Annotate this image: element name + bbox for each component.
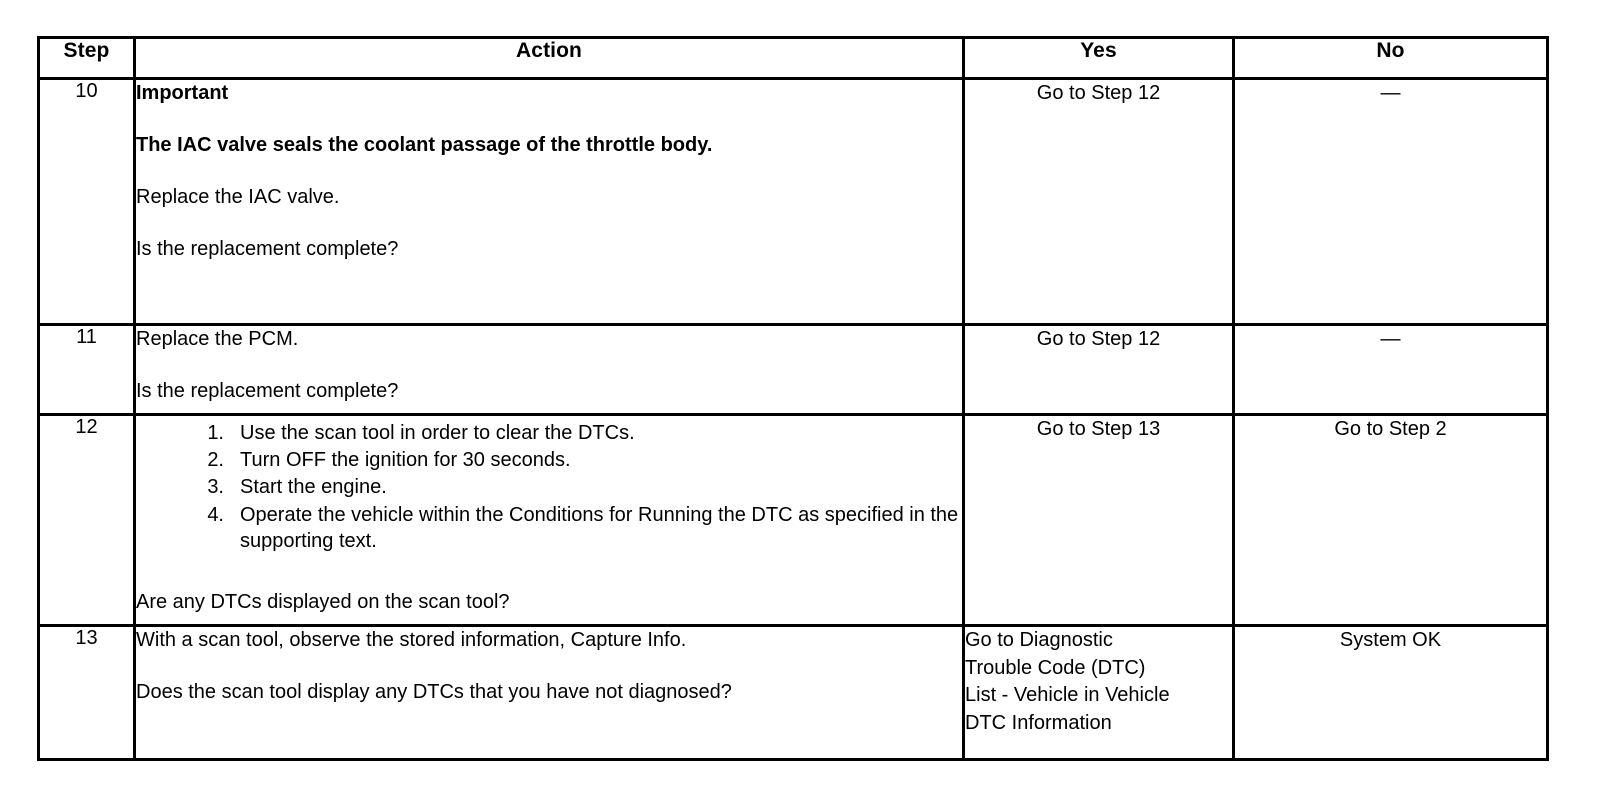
step-number-cell: 11 bbox=[37, 323, 136, 416]
step-number-cell: 10 bbox=[37, 77, 136, 326]
spacer bbox=[136, 555, 962, 589]
table-body: 10 Important The IAC valve seals the coo… bbox=[37, 77, 1549, 761]
no-answer-cell: — bbox=[1232, 77, 1549, 326]
spacer bbox=[136, 106, 962, 132]
spacer bbox=[136, 653, 962, 679]
action-cell: Important The IAC valve seals the coolan… bbox=[133, 77, 965, 326]
yes-answer-cell: Go to Step 13 bbox=[962, 413, 1235, 627]
step-number-cell: 12 bbox=[37, 413, 136, 627]
list-item-text: Use the scan tool in order to clear the … bbox=[240, 422, 635, 444]
list-item: 4. Operate the vehicle within the Condit… bbox=[136, 502, 962, 554]
instruction-text: Replace the PCM. bbox=[136, 328, 299, 350]
important-label: Important bbox=[136, 82, 229, 104]
instruction-text: With a scan tool, observe the stored inf… bbox=[136, 629, 687, 651]
list-item-number: 4. bbox=[207, 503, 224, 526]
column-header-action: Action bbox=[133, 36, 965, 80]
no-answer-cell: — bbox=[1232, 323, 1549, 416]
list-item-number: 2. bbox=[207, 449, 224, 472]
spacer bbox=[136, 210, 962, 236]
yes-answer-line: Go to Diagnostic bbox=[965, 629, 1113, 651]
yes-answer-cell: Go to Step 12 bbox=[962, 323, 1235, 416]
step-number-cell: 13 bbox=[37, 624, 136, 761]
list-item-text: Operate the vehicle within the Condition… bbox=[240, 503, 959, 552]
list-item-text: Turn OFF the ignition for 30 seconds. bbox=[240, 449, 571, 472]
question-text: Is the replacement complete? bbox=[136, 380, 399, 402]
yes-answer-cell: Go to Diagnostic Trouble Code (DTC) List… bbox=[962, 624, 1235, 761]
action-cell: Replace the PCM. Is the replacement comp… bbox=[133, 323, 965, 416]
question-text: Is the replacement complete? bbox=[136, 238, 399, 260]
yes-answer-line: Trouble Code (DTC) bbox=[965, 656, 1146, 679]
list-item-number: 1. bbox=[207, 422, 224, 444]
no-answer-cell: System OK bbox=[1232, 624, 1549, 761]
no-answer-cell: Go to Step 2 bbox=[1232, 413, 1549, 627]
instruction-text: Replace the IAC valve. bbox=[136, 186, 340, 208]
table-row: 12 1. Use the scan tool in order to clea… bbox=[37, 413, 1549, 627]
spacer bbox=[136, 158, 962, 184]
column-header-yes: Yes bbox=[962, 36, 1235, 80]
list-item-text: Start the engine. bbox=[240, 476, 387, 499]
column-header-no: No bbox=[1232, 36, 1549, 80]
list-item: 1. Use the scan tool in order to clear t… bbox=[136, 420, 962, 446]
important-text: The IAC valve seals the coolant passage … bbox=[136, 134, 713, 156]
action-cell: 1. Use the scan tool in order to clear t… bbox=[133, 413, 965, 627]
table-row: 11 Replace the PCM. Is the replacement c… bbox=[37, 323, 1549, 416]
table-row: 10 Important The IAC valve seals the coo… bbox=[37, 77, 1549, 326]
question-text: Does the scan tool display any DTCs that… bbox=[136, 681, 732, 703]
action-cell: With a scan tool, observe the stored inf… bbox=[133, 624, 965, 761]
table-header: Step Action Yes No bbox=[37, 36, 1549, 80]
table-row: 13 With a scan tool, observe the stored … bbox=[37, 624, 1549, 761]
header-row: Step Action Yes No bbox=[37, 36, 1549, 80]
list-item-number: 3. bbox=[207, 476, 224, 499]
diagnostic-steps-table: Step Action Yes No 10 Important The IAC … bbox=[37, 36, 1549, 761]
yes-answer-line: List - Vehicle in Vehicle bbox=[965, 684, 1170, 707]
numbered-instruction-list: 1. Use the scan tool in order to clear t… bbox=[136, 420, 962, 554]
yes-answer-line: DTC Information bbox=[965, 711, 1112, 734]
yes-answer-cell: Go to Step 12 bbox=[962, 77, 1235, 326]
column-header-step: Step bbox=[37, 36, 136, 80]
question-text: Are any DTCs displayed on the scan tool? bbox=[136, 590, 510, 613]
list-item: 3. Start the engine. bbox=[136, 474, 962, 500]
spacer bbox=[136, 352, 962, 378]
list-item: 2. Turn OFF the ignition for 30 seconds. bbox=[136, 447, 962, 473]
